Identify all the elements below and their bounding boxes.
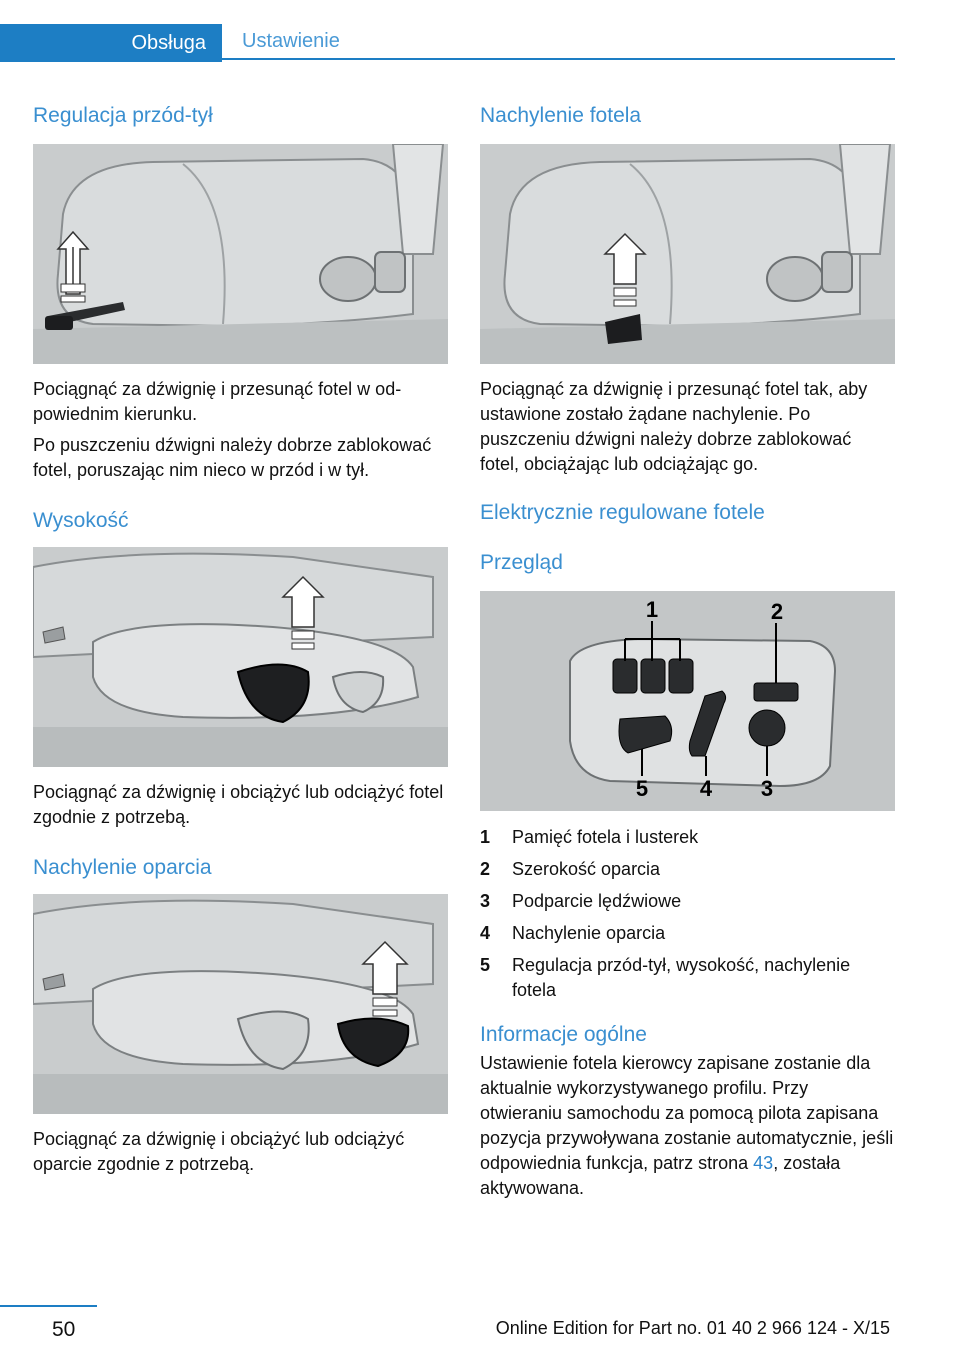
item-number: 1 (480, 827, 491, 847)
section-title-backrest: Nachylenie oparcia (33, 856, 212, 879)
list-item: 2 Szerokość oparcia (480, 857, 895, 882)
right-column: Nachylenie fotela Pociągnąć za dźwignię … (480, 100, 895, 1201)
seat-height-figure (33, 547, 448, 767)
section-title-fore-aft: Regulacja przód-tył (33, 104, 213, 127)
item-text: Pamięć fotela i lusterek (512, 827, 699, 847)
page-link[interactable]: 43 (753, 1153, 774, 1173)
text: Ustawienie fotela kierowcy zapisane zost… (480, 1053, 894, 1173)
paragraph: Pociągnąć za dźwignię i obciążyć lub odc… (33, 782, 444, 827)
paragraph: Ustawienie fotela kierowcy zapisane zost… (480, 1051, 895, 1201)
legend-list: 1 Pamięć fotela i lusterek 2 Szerokość opa… (480, 825, 895, 1003)
tab-bar: Obsługa Ustawienie (0, 24, 895, 62)
item-text: Regulacja przód-tył, wysokość, nachyleni… (512, 955, 851, 1000)
seat-tilt-figure (480, 144, 895, 364)
tab-ustawienie[interactable]: Ustawienie (222, 24, 895, 60)
seat-fore-aft-figure (33, 144, 448, 364)
paragraph: Pociągnąć za dźwignię i obciążyć lub odc… (33, 1129, 405, 1174)
footer-divider (0, 1305, 97, 1307)
list-item: 1 Pamięć fotela i lusterek (480, 825, 895, 850)
item-text: Szerokość oparcia (512, 859, 661, 879)
list-item: 5 Regulacja przód-tył, wysokość, nachylen… (480, 953, 895, 1003)
paragraph: Po puszczeniu dźwigni należy dobrze zabl… (33, 435, 432, 480)
seat-controls-figure: 1 2 3 4 5 (480, 591, 895, 811)
section-title-overview: Przegląd (480, 551, 563, 574)
section-title-seat-tilt: Nachylenie fotela (480, 104, 642, 127)
item-number: 5 (480, 955, 491, 975)
item-number: 3 (480, 891, 491, 911)
callout-5: 5 (636, 776, 648, 801)
section-title-height: Wysokość (33, 509, 129, 532)
text: , została aktywowana. (480, 1153, 841, 1198)
paragraph: Pociągnąć za dźwignię i przesunąć fotel … (33, 379, 402, 424)
section-title-general-info: Informacje ogólne (480, 1023, 647, 1046)
page-number: 50 (52, 1318, 76, 1341)
callout-3: 3 (761, 776, 773, 801)
section-title-electric-seats: Elektrycznie regulowane fotele (480, 501, 765, 524)
seat-backrest-figure (33, 894, 448, 1114)
paragraph: Pociągnąć za dźwignię i przesunąć fotel … (480, 379, 868, 474)
item-text: Podparcie lędźwiowe (512, 891, 682, 911)
left-column: Regulacja przód-tył Pociągnąć za dźwigni… (33, 100, 448, 1177)
callout-4: 4 (700, 776, 713, 801)
edition-text: Online Edition for Part no. 01 40 2 966 … (495, 1318, 890, 1338)
item-number: 4 (480, 923, 491, 943)
item-number: 2 (480, 859, 491, 879)
item-text: Nachylenie oparcia (512, 923, 666, 943)
callout-2: 2 (771, 599, 783, 624)
list-item: 4 Nachylenie oparcia (480, 921, 895, 946)
tab-obsluga[interactable]: Obsługa (0, 24, 222, 62)
callout-1: 1 (646, 597, 658, 622)
list-item: 3 Podparcie lędźwiowe (480, 889, 895, 914)
